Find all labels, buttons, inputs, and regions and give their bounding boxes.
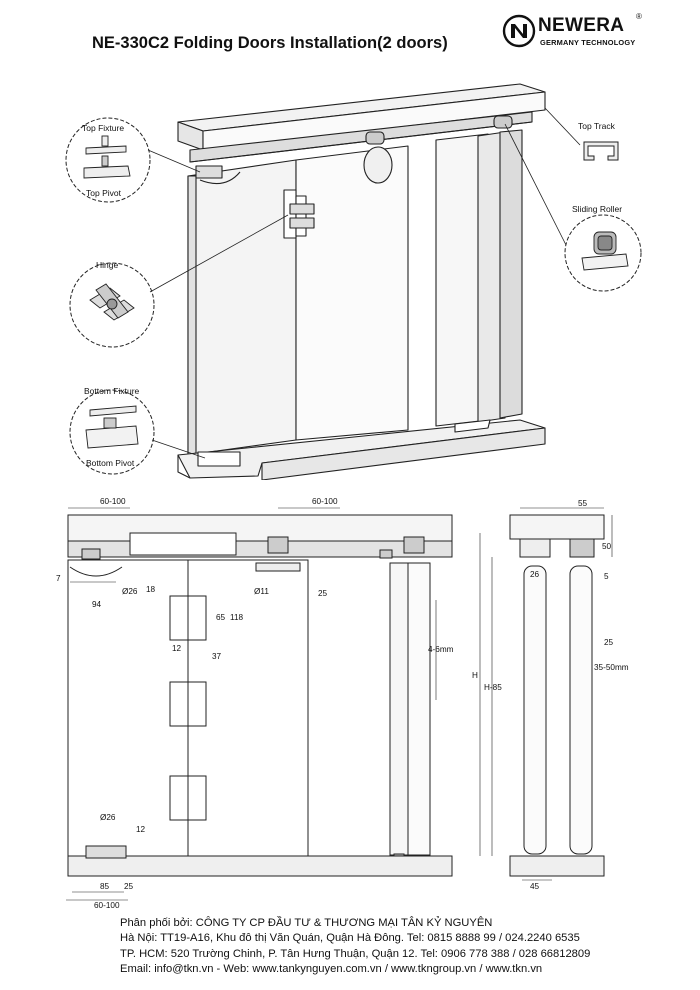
elevation-folded-panel bbox=[389, 562, 431, 861]
bottom-floor-rail bbox=[177, 419, 546, 480]
track-rollers bbox=[195, 115, 513, 179]
dim-H-85: H-85 bbox=[484, 683, 502, 692]
label-hinge: Hinge bbox=[96, 260, 118, 270]
dim-18: 18 bbox=[146, 585, 156, 594]
dim-5: 5 bbox=[604, 572, 609, 581]
dim-12-hinge: 12 bbox=[172, 644, 182, 653]
footer-contact: Email: info@tkn.vn - Web: www.tankynguye… bbox=[120, 963, 543, 976]
door-second-folded bbox=[435, 129, 523, 427]
dim-94: 94 bbox=[92, 600, 102, 609]
dim-25-bottom: 25 bbox=[124, 882, 134, 891]
label-top-fixture: Top Fixture bbox=[82, 123, 124, 133]
door-panel-left bbox=[187, 159, 297, 456]
brand-logo: NEWERA ® GERMANY TECHNOLOGY bbox=[502, 10, 652, 54]
dim-45: 45 bbox=[530, 882, 540, 891]
label-bottom-fixture: Bottom Fixture bbox=[84, 386, 140, 396]
dim-35-50mm: 35-50mm bbox=[594, 663, 629, 672]
label-sliding-roller: Sliding Roller bbox=[572, 204, 622, 214]
newera-n-circle-logo-icon bbox=[502, 14, 536, 48]
dim-dia-26-bottom: Ø26 bbox=[100, 813, 116, 822]
page-title: NE-330C2 Folding Doors Installation(2 do… bbox=[92, 34, 448, 52]
dim-26-side: 26 bbox=[530, 570, 540, 579]
elevation-rollers bbox=[81, 536, 425, 560]
dim-12-bottom: 12 bbox=[136, 825, 146, 834]
dim-7: 7 bbox=[56, 574, 61, 583]
dim-118: 118 bbox=[230, 613, 243, 622]
elevation-hinges bbox=[169, 595, 207, 821]
dim-60-100-right: 60-100 bbox=[312, 497, 338, 506]
dim-4-6mm: 4-6mm bbox=[428, 645, 454, 654]
dim-85: 85 bbox=[100, 882, 110, 891]
dim-37: 37 bbox=[212, 652, 222, 661]
elevation-top-track bbox=[67, 514, 453, 558]
top-track-profile-icon bbox=[583, 141, 619, 161]
registered-mark: ® bbox=[636, 12, 642, 21]
footer-hcm: TP. HCM: 520 Trường Chinh, P. Tân Hưng T… bbox=[120, 947, 591, 960]
door-panel-right bbox=[295, 145, 409, 441]
footer-distributor: Phân phối bởi: CÔNG TY CP ĐẦU TƯ & THƯƠN… bbox=[120, 917, 493, 929]
technical-elevation-drawing: 60-100 60-100 7 18 Ø26 94 Ø11 25 65 118 … bbox=[56, 497, 629, 910]
side-section bbox=[509, 514, 605, 877]
footer-hanoi: Hà Nội: TT19-A16, Khu đô thị Văn Quán, Q… bbox=[120, 932, 580, 945]
dim-25-side: 25 bbox=[604, 638, 614, 647]
elevation-floor-base bbox=[67, 845, 453, 877]
isometric-assembly-drawing: Top Fixture Top Pivot Hinge Bottom Fixtu… bbox=[65, 83, 642, 480]
label-bottom-pivot: Bottom Pivot bbox=[86, 458, 135, 468]
distributor-footer: Phân phối bởi: CÔNG TY CP ĐẦU TƯ & THƯƠN… bbox=[120, 916, 590, 978]
dim-dia-26-top: Ø26 bbox=[122, 587, 138, 596]
door-hinge bbox=[283, 189, 315, 239]
dim-25-top: 25 bbox=[318, 589, 328, 598]
dim-65: 65 bbox=[216, 613, 226, 622]
label-top-track: Top Track bbox=[578, 121, 616, 131]
dim-50: 50 bbox=[602, 542, 612, 551]
dim-H: H bbox=[472, 671, 478, 680]
dim-60-100-bottom: 60-100 bbox=[94, 901, 120, 910]
brand-tagline: GERMANY TECHNOLOGY bbox=[540, 38, 636, 47]
dim-60-100-left: 60-100 bbox=[100, 497, 126, 506]
dim-55: 55 bbox=[578, 499, 588, 508]
brand-name: NEWERA bbox=[538, 15, 625, 36]
top-track-beam bbox=[177, 83, 546, 163]
dim-dia-11: Ø11 bbox=[254, 587, 269, 596]
label-top-pivot: Top Pivot bbox=[86, 188, 122, 198]
